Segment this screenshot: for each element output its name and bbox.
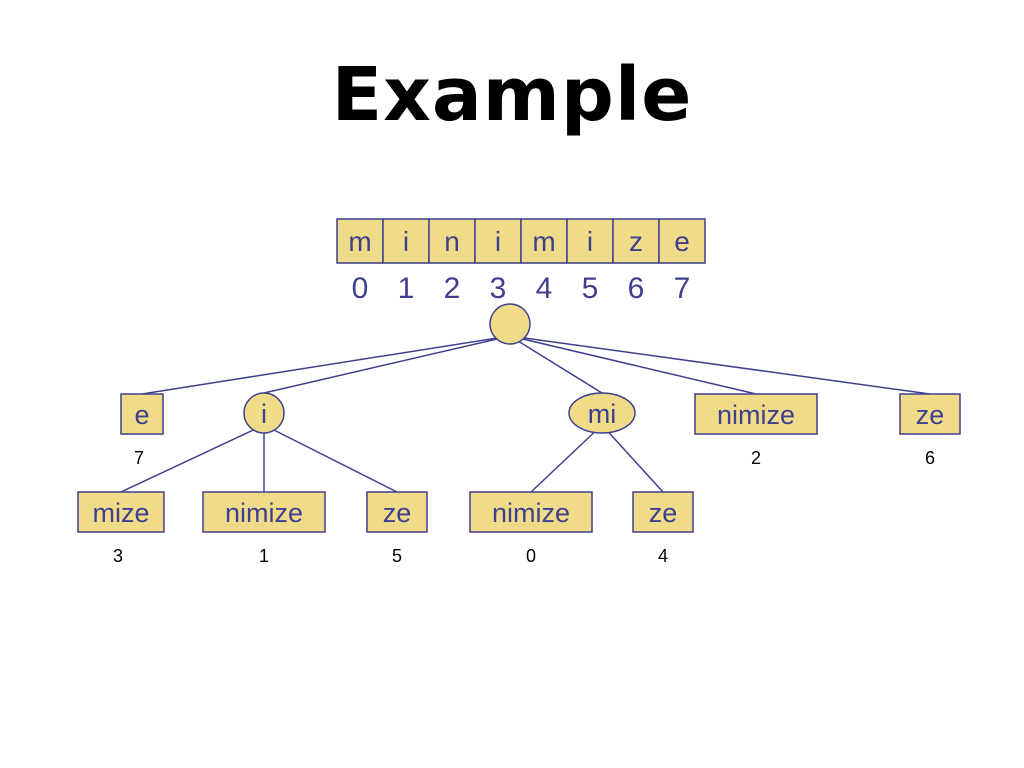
tree-edges <box>120 335 931 493</box>
suffix-index-labels: 7 2 6 3 1 5 0 4 <box>113 448 935 566</box>
leaf-node-label: nimize <box>492 498 570 528</box>
leaf-node-label: mize <box>92 498 149 528</box>
suffix-index: 1 <box>259 546 269 566</box>
internal-node-mi <box>568 392 636 434</box>
suffix-index: 0 <box>526 546 536 566</box>
internal-node-i <box>243 392 285 434</box>
string-char: m <box>348 226 371 257</box>
edge-mi-leaf-mi-ze <box>601 424 664 493</box>
edge-root-i <box>263 335 511 394</box>
string-char: z <box>629 226 643 257</box>
leaf-node-box <box>77 491 165 533</box>
edge-i-leaf-mize <box>120 424 265 493</box>
string-cell <box>474 218 522 264</box>
string-char: e <box>674 226 690 257</box>
string-cell <box>428 218 476 264</box>
string-index: 5 <box>582 272 599 305</box>
edge-root-nimize <box>509 335 757 395</box>
string-char: i <box>403 226 409 257</box>
leaf-node-label: e <box>134 400 149 430</box>
suffix-index: 2 <box>751 448 761 468</box>
leaf-node-label: nimize <box>717 400 795 430</box>
edge-mi-leaf-mi-nimize <box>530 424 603 493</box>
string-index: 7 <box>674 272 691 305</box>
leaf-node-label: ze <box>383 498 412 528</box>
string-char: m <box>532 226 555 257</box>
leaf-node-box <box>120 393 164 435</box>
edge-root-mi <box>509 335 603 394</box>
leaf-node-label: nimize <box>225 498 303 528</box>
suffix-index: 7 <box>134 448 144 468</box>
string-index: 1 <box>398 272 415 305</box>
leaf-node-label: ze <box>916 400 945 430</box>
string-cell <box>658 218 706 264</box>
string-char: i <box>495 226 501 257</box>
suffix-index: 3 <box>113 546 123 566</box>
string-index: 0 <box>352 272 369 305</box>
suffix-index: 6 <box>925 448 935 468</box>
suffix-index: 4 <box>658 546 668 566</box>
string-cell <box>612 218 660 264</box>
string-index: 3 <box>490 272 507 305</box>
leaf-node-label: ze <box>649 498 678 528</box>
page-title: Example <box>331 52 693 138</box>
edge-root-ze <box>509 335 931 395</box>
string-char: i <box>587 226 593 257</box>
string-char: n <box>444 226 460 257</box>
tree-nodes: i mi e nimize ze mize nimize ze nimize ze <box>77 303 961 533</box>
leaf-node-box <box>469 491 593 533</box>
string-index: 6 <box>628 272 645 305</box>
string-cell <box>382 218 430 264</box>
edge-i-leaf-i-ze <box>263 424 398 493</box>
leaf-node-box <box>632 491 694 533</box>
root-node <box>489 303 531 345</box>
string-index: 4 <box>536 272 553 305</box>
suffix-index: 5 <box>392 546 402 566</box>
internal-node-label: mi <box>588 399 617 429</box>
leaf-node-box <box>202 491 326 533</box>
internal-node-label: i <box>261 399 267 429</box>
leaf-node-box <box>366 491 428 533</box>
string-cell <box>566 218 614 264</box>
string-cell <box>520 218 568 264</box>
leaf-node-box <box>899 393 961 435</box>
string-index: 2 <box>444 272 461 305</box>
leaf-node-box <box>694 393 818 435</box>
edge-root-e <box>141 335 511 395</box>
